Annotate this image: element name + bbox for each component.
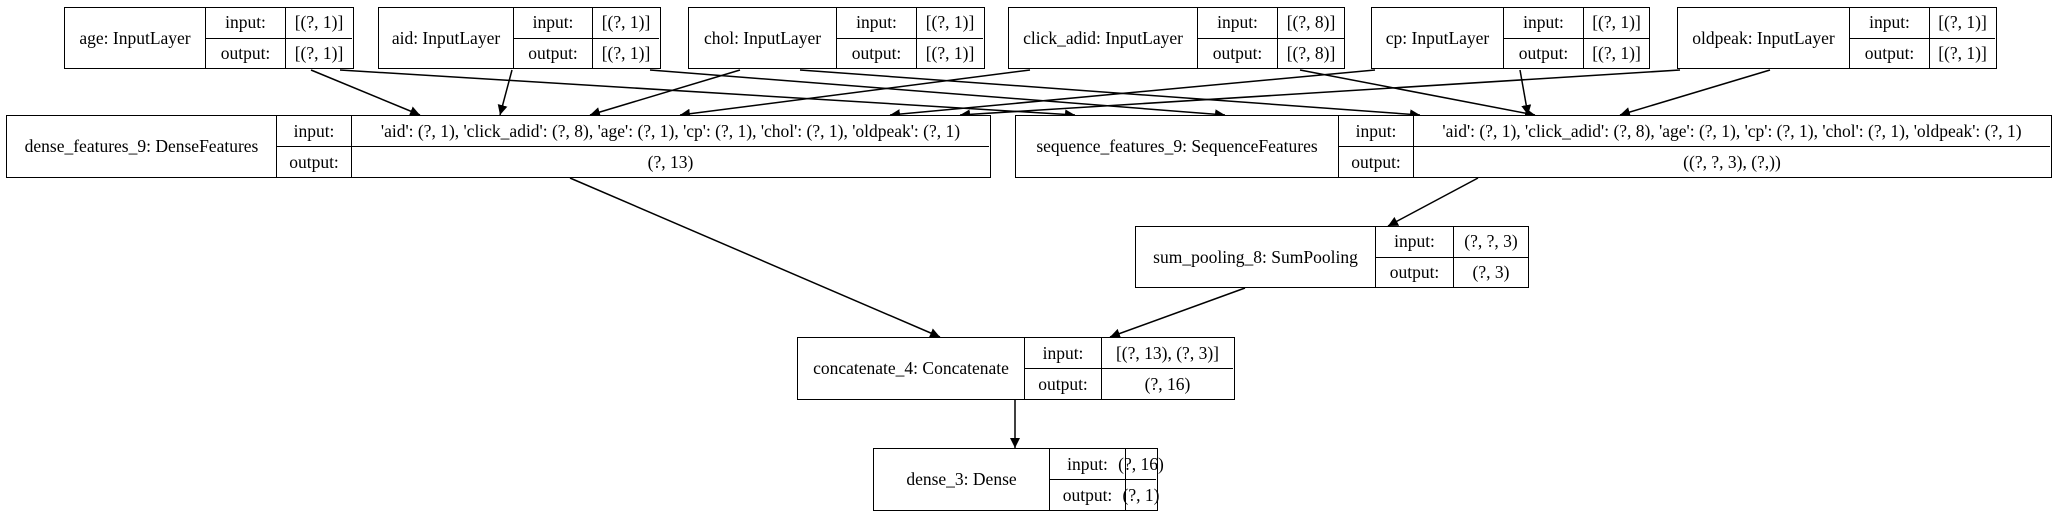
output-shape: ((?, ?, 3), (?,)) bbox=[1683, 151, 1781, 172]
node-chol-input-layer[interactable]: chol: InputLayer input: [(?, 1)] output: [… bbox=[688, 7, 985, 69]
output-label: output: bbox=[1850, 38, 1930, 68]
output-label: output: bbox=[837, 38, 917, 68]
output-shape: [(?, 1)] bbox=[1938, 42, 1987, 63]
node-age-input-layer[interactable]: age: InputLayer input: [(?, 1)] output: [(… bbox=[64, 7, 354, 69]
output-shape: [(?, 1)] bbox=[1592, 42, 1641, 63]
output-label: output: bbox=[206, 38, 286, 68]
node-sum-pooling-8[interactable]: sum_pooling_8: SumPooling input: (?, ?, 3… bbox=[1135, 226, 1529, 288]
input-shape: [(?, 1)] bbox=[294, 12, 344, 33]
node-concatenate-4[interactable]: concatenate_4: Concatenate input: [(?, 13… bbox=[797, 337, 1235, 400]
edge-aid-to-dense_features bbox=[497, 69, 513, 116]
edge-sequence_features-to-sum_pooling bbox=[1387, 177, 1479, 227]
output-shape: (?, 1) bbox=[1122, 484, 1160, 505]
input-label: input: bbox=[1376, 227, 1454, 257]
node-click-adid-input-layer[interactable]: click_adid: InputLayer input: [(?, 8)] ou… bbox=[1008, 7, 1345, 69]
edge-click_adid-to-sequence_features bbox=[1299, 69, 1536, 119]
edge-cp-to-dense_features bbox=[889, 69, 1376, 120]
edge-age-to-dense_features bbox=[310, 69, 421, 116]
output-label: output: bbox=[1198, 38, 1278, 68]
input-label: input: bbox=[277, 116, 352, 146]
node-name: concatenate_4: Concatenate bbox=[798, 338, 1025, 399]
node-cp-input-layer[interactable]: cp: InputLayer input: [(?, 1)] output: [(?… bbox=[1371, 7, 1650, 69]
edge-cp-to-sequence_features bbox=[1519, 69, 1532, 116]
edge-chol-to-sequence_features bbox=[799, 69, 1421, 120]
input-shape: [(?, 13), (?, 3)] bbox=[1115, 342, 1219, 363]
output-shape: (?, 16) bbox=[1144, 373, 1191, 394]
edge-sum_pooling-to-concatenate bbox=[1109, 287, 1246, 339]
input-label: input: bbox=[1850, 8, 1930, 38]
output-label: output: bbox=[277, 147, 352, 177]
output-label: output: bbox=[1504, 38, 1584, 68]
node-oldpeak-input-layer[interactable]: oldpeak: InputLayer input: [(?, 1)] outpu… bbox=[1677, 7, 1997, 69]
edge-dense_features-to-concatenate bbox=[569, 177, 941, 338]
node-name: click_adid: InputLayer bbox=[1009, 8, 1198, 68]
edge-oldpeak-to-sequence_features bbox=[1619, 69, 1771, 117]
node-aid-input-layer[interactable]: aid: InputLayer input: [(?, 1)] output: [(… bbox=[378, 7, 661, 69]
output-label: output: bbox=[1025, 369, 1102, 399]
node-name: aid: InputLayer bbox=[379, 8, 514, 68]
node-dense-features-9[interactable]: dense_features_9: DenseFeatures input: 'a… bbox=[6, 115, 991, 178]
input-label: input: bbox=[1025, 338, 1102, 368]
edge-click_adid-to-dense_features bbox=[679, 69, 1031, 119]
input-label: input: bbox=[206, 8, 286, 38]
input-label: input: bbox=[1050, 449, 1126, 479]
output-shape: [(?, 8)] bbox=[1286, 42, 1336, 63]
input-label: input: bbox=[514, 8, 593, 38]
node-sequence-features-9[interactable]: sequence_features_9: SequenceFeatures in… bbox=[1015, 115, 2052, 178]
input-label: input: bbox=[1339, 116, 1414, 146]
output-shape: [(?, 1)] bbox=[294, 42, 344, 63]
input-shape: [(?, 1)] bbox=[1938, 12, 1987, 33]
node-name: dense_3: Dense bbox=[874, 449, 1050, 510]
output-shape: (?, 13) bbox=[647, 151, 694, 172]
input-shape: (?, 16) bbox=[1118, 453, 1164, 474]
input-shape: 'aid': (?, 1), 'click_adid': (?, 8), 'ag… bbox=[380, 120, 961, 141]
input-shape: [(?, 1)] bbox=[1592, 12, 1641, 33]
input-shape: (?, ?, 3) bbox=[1464, 231, 1518, 252]
edge-age-to-sequence_features bbox=[339, 69, 1076, 120]
output-label: output: bbox=[1339, 147, 1414, 177]
node-name: cp: InputLayer bbox=[1372, 8, 1504, 68]
input-shape: [(?, 1)] bbox=[601, 12, 651, 33]
output-shape: (?, 3) bbox=[1472, 261, 1510, 282]
node-name: oldpeak: InputLayer bbox=[1678, 8, 1850, 68]
node-name: sum_pooling_8: SumPooling bbox=[1136, 227, 1376, 287]
edge-oldpeak-to-dense_features bbox=[959, 69, 1681, 120]
output-label: output: bbox=[1050, 480, 1126, 510]
output-label: output: bbox=[1376, 257, 1454, 287]
input-label: input: bbox=[1198, 8, 1278, 38]
input-shape: [(?, 8)] bbox=[1286, 12, 1336, 33]
node-name: dense_features_9: DenseFeatures bbox=[7, 116, 277, 177]
node-name: age: InputLayer bbox=[65, 8, 206, 68]
input-shape: 'aid': (?, 1), 'click_adid': (?, 8), 'ag… bbox=[1442, 120, 2022, 141]
output-shape: [(?, 1)] bbox=[925, 42, 975, 63]
node-dense-3[interactable]: dense_3: Dense input:(?, 16) output:(?, … bbox=[873, 448, 1164, 511]
input-shape: [(?, 1)] bbox=[925, 12, 975, 33]
node-name: sequence_features_9: SequenceFeatures bbox=[1016, 116, 1339, 177]
output-label: output: bbox=[514, 38, 593, 68]
output-shape: [(?, 1)] bbox=[601, 42, 651, 63]
input-label: input: bbox=[837, 8, 917, 38]
input-label: input: bbox=[1504, 8, 1584, 38]
edge-aid-to-sequence_features bbox=[649, 69, 1226, 120]
edge-chol-to-dense_features bbox=[589, 69, 741, 117]
node-name: chol: InputLayer bbox=[689, 8, 837, 68]
